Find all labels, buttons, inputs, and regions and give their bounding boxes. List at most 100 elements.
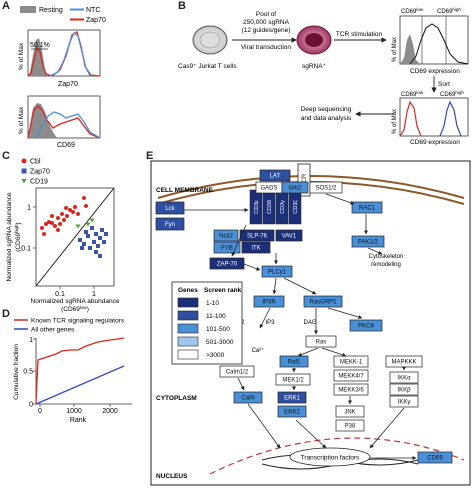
node-raf1 bbox=[279, 355, 309, 368]
pathway-arrow bbox=[321, 347, 347, 357]
node-ikka-label: IKKα bbox=[397, 376, 411, 382]
node-calm bbox=[219, 365, 255, 378]
hist-bottom-high bbox=[439, 100, 462, 137]
legend-screen-rank: Screen rank bbox=[204, 287, 242, 294]
node-transcription-factors-label: Transcription factors bbox=[301, 455, 360, 462]
analysis-line-1: Deep sequencing bbox=[301, 106, 352, 113]
node-fyb-label: FYB bbox=[221, 246, 233, 252]
cd19-point bbox=[85, 222, 91, 227]
node-pkct bbox=[349, 319, 383, 332]
cbl-point bbox=[58, 222, 62, 226]
node-pkct-label: PKCθ bbox=[358, 324, 374, 330]
legend-cbl: Cbl bbox=[30, 159, 41, 166]
node-itk bbox=[241, 241, 271, 254]
node-itk-label: ITK bbox=[251, 246, 260, 252]
panel-label-d: D bbox=[2, 308, 10, 320]
legend-swatch-rank-4 bbox=[177, 349, 199, 360]
node-mek12 bbox=[275, 373, 311, 386]
node-mekk1 bbox=[333, 355, 369, 368]
zap70-point bbox=[98, 236, 102, 240]
node-ikkg bbox=[389, 395, 419, 408]
cbl-point bbox=[40, 226, 44, 230]
node-zap70 bbox=[209, 257, 245, 270]
hist-bottom-low-label: CD69low bbox=[401, 90, 424, 98]
legend-swatch-rank-2 bbox=[177, 323, 199, 334]
node-sos-label: SOS1/2 bbox=[315, 186, 337, 192]
node-lck bbox=[155, 201, 185, 215]
cbl-point bbox=[64, 206, 68, 210]
cd19-point bbox=[75, 224, 81, 229]
panel-e-pathway: CELL MEMBRANE CYTOPLASM NUCLEUS TCR CD3ε… bbox=[150, 160, 471, 486]
d-ylabel: Cumulative fraction bbox=[13, 344, 20, 400]
node-slp76 bbox=[239, 229, 275, 242]
pathway-arrow bbox=[297, 347, 319, 357]
zap70-point bbox=[78, 238, 82, 242]
hist-bottom-frame bbox=[399, 97, 469, 137]
node-ikka bbox=[389, 371, 419, 384]
node-lat bbox=[259, 169, 291, 182]
xtick-1: 1 bbox=[92, 291, 96, 298]
node-tcr-label: TCR bbox=[302, 173, 308, 186]
legend-rank-label-2: 101-500 bbox=[206, 326, 230, 333]
node-gads-label: GADS bbox=[260, 186, 277, 192]
node-ikkg-label: IKKγ bbox=[398, 400, 411, 406]
scatter-frame bbox=[35, 187, 115, 287]
node-cd69 bbox=[417, 451, 453, 464]
zap70-point bbox=[82, 242, 86, 246]
scatter-points bbox=[40, 196, 108, 258]
node-ip3r-label: IP3R bbox=[262, 300, 276, 306]
node-ikkb-label: IKKβ bbox=[397, 388, 411, 394]
node-vav1 bbox=[275, 229, 303, 242]
node-pak bbox=[351, 235, 385, 248]
other-genes-curve bbox=[35, 365, 125, 405]
panel-label-b: B bbox=[178, 0, 186, 12]
hist-bottom-high-label: CD69high bbox=[440, 90, 464, 98]
legend-genes: Genes bbox=[178, 287, 198, 294]
zap70-point bbox=[100, 228, 104, 232]
node-mekk36 bbox=[333, 383, 369, 396]
node-ras-label: Ras bbox=[316, 340, 327, 346]
ylabel-top: % of Max bbox=[18, 42, 25, 70]
legend-rank-label-3: 501-3000 bbox=[206, 339, 234, 346]
label-cytoplasm: CYTOPLASM bbox=[156, 395, 197, 402]
node-erk1 bbox=[277, 391, 307, 404]
pathway-arrow bbox=[247, 403, 281, 449]
panel-label-a: A bbox=[2, 0, 10, 12]
panel-label-e: E bbox=[146, 150, 154, 162]
panel-c-xlabel2: (CD69low) bbox=[61, 305, 89, 313]
cbl-point bbox=[56, 228, 60, 232]
node-plcg1-label: PLCγ1 bbox=[268, 270, 287, 276]
hist-top-xlabel: CD69 expression bbox=[410, 68, 460, 75]
node-jnk bbox=[335, 405, 365, 418]
label-ip3: IP3 bbox=[265, 320, 275, 326]
cbl-point bbox=[42, 232, 46, 236]
node-grb2 bbox=[281, 181, 309, 194]
ylabel-bottom: % of Max bbox=[18, 106, 25, 134]
zap70-point bbox=[96, 244, 100, 248]
cbl-point bbox=[44, 222, 48, 226]
d-ytick-1: 1 bbox=[29, 337, 33, 344]
d-ytick-0-5: 0.5 bbox=[23, 369, 33, 376]
pathway-arrow bbox=[231, 224, 247, 257]
hist-top-stimulated bbox=[409, 23, 469, 65]
zap70-hist-bottom bbox=[27, 105, 101, 139]
legend-other: All other genes bbox=[31, 327, 75, 334]
jurkat-nucleus bbox=[199, 31, 221, 49]
cbl-point bbox=[50, 214, 54, 218]
hist-bottom-xlabel: CD69 expression bbox=[410, 139, 460, 146]
cbl-point bbox=[73, 205, 77, 209]
xlabel-bottom: CD69 bbox=[57, 142, 75, 149]
membrane-outer bbox=[157, 175, 465, 199]
legend-resting: Resting bbox=[39, 7, 63, 14]
transduction-line-1: Pool of bbox=[256, 11, 276, 18]
transduction-line-3: (12 guides/gene) bbox=[242, 27, 291, 34]
transduction-line-4: Viral transduction bbox=[241, 44, 291, 51]
pathway-arrow bbox=[295, 419, 327, 449]
label-cyto-0: Cytoskeleton bbox=[369, 254, 404, 260]
known-regulators-curve bbox=[35, 337, 125, 405]
zap70-point bbox=[92, 240, 96, 244]
analysis-line-2: and data analysis bbox=[301, 115, 352, 122]
legend-rank-label-4: >3000 bbox=[206, 352, 225, 359]
node-caln bbox=[233, 391, 263, 404]
xlabel-c-2: (CD69low) bbox=[61, 305, 89, 313]
